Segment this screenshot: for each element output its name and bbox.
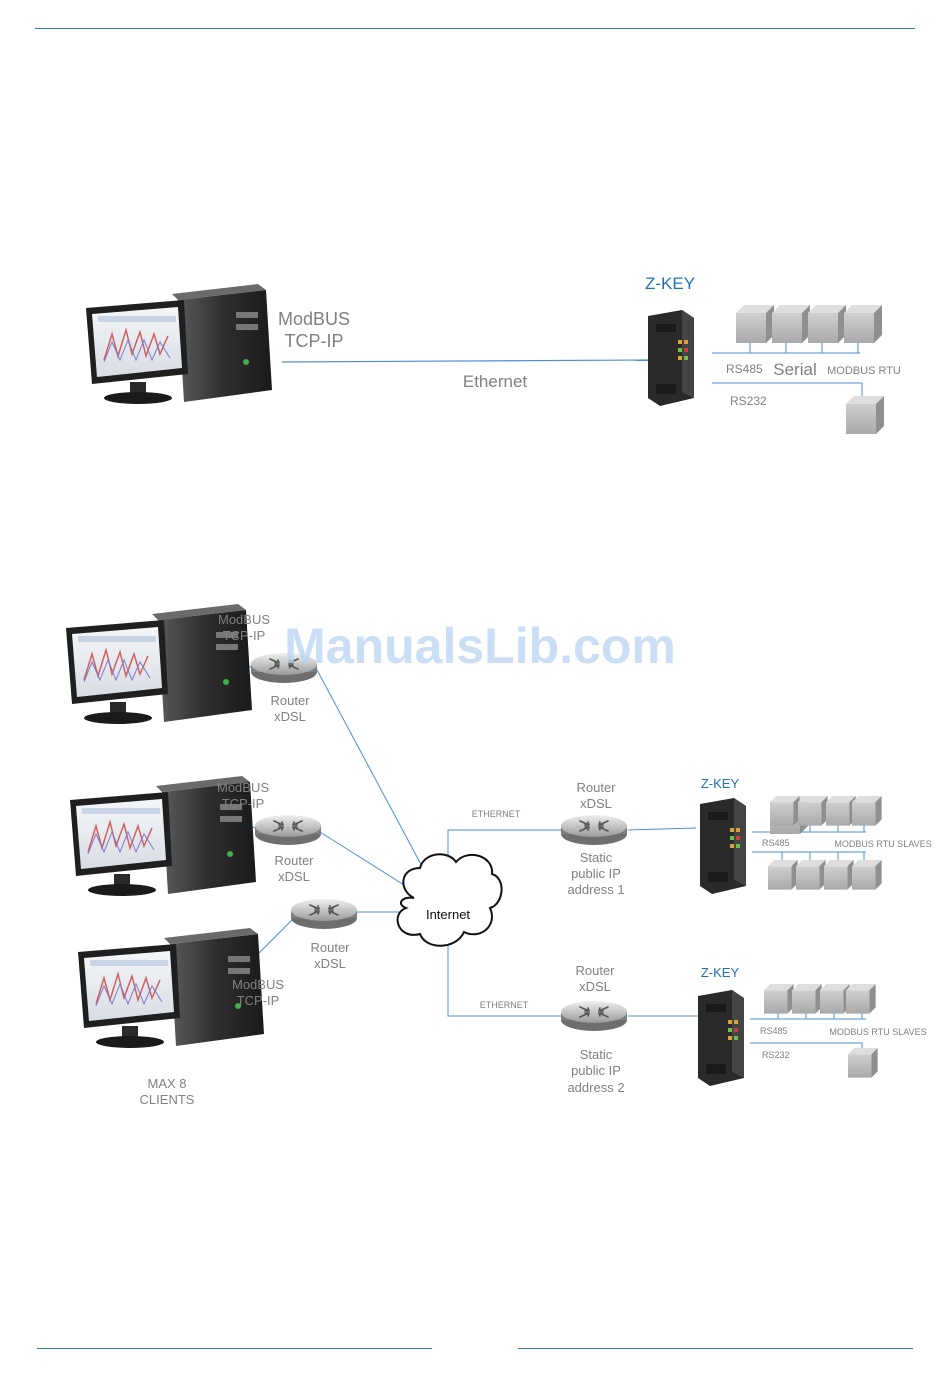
bottom-rule-right bbox=[518, 1348, 913, 1349]
client2-label-2: TCP-IP bbox=[222, 796, 265, 811]
site2-slaves-label: MODBUS RTU SLAVES bbox=[829, 1027, 926, 1037]
max-clients-label-2: CLIENTS bbox=[140, 1092, 195, 1107]
router3-label: Router bbox=[310, 940, 350, 955]
router-icon bbox=[290, 898, 358, 930]
router1-label-2: xDSL bbox=[274, 709, 306, 724]
site2-rs485-label: RS485 bbox=[760, 1026, 788, 1036]
client2-label: ModBUS bbox=[217, 780, 269, 795]
site2-ethernet-label: ETHERNET bbox=[480, 1000, 529, 1010]
slave-device-icon bbox=[736, 305, 774, 343]
slave-device-icon bbox=[852, 860, 882, 890]
site1-ethernet-label: ETHERNET bbox=[472, 809, 521, 819]
site1-slaves-label: MODBUS RTU SLAVES bbox=[834, 839, 931, 849]
slave-device-icon bbox=[808, 305, 846, 343]
modbus-rtu-label: MODBUS RTU bbox=[827, 365, 901, 377]
site1-zkey-title: Z-KEY bbox=[701, 776, 740, 791]
max-clients-label: MAX 8 bbox=[147, 1076, 186, 1091]
site2-router-label-2: xDSL bbox=[579, 979, 611, 994]
site2-static-ip-label: Static bbox=[580, 1047, 613, 1062]
client3-label: ModBUS bbox=[232, 977, 284, 992]
zkey-device-icon bbox=[700, 798, 746, 894]
pc-icon bbox=[85, 283, 273, 405]
slave-device-icon bbox=[764, 984, 794, 1014]
zkey-title: Z-KEY bbox=[645, 274, 695, 293]
bottom-rule-left bbox=[37, 1348, 432, 1349]
slave-device-icon bbox=[820, 984, 850, 1014]
protocol-label: ModBUS bbox=[278, 309, 350, 329]
slave-device-icon bbox=[798, 796, 828, 826]
site2-router-label: Router bbox=[575, 963, 615, 978]
slave-device-icon bbox=[852, 796, 882, 826]
router-icon bbox=[254, 814, 322, 846]
slave-device-icon bbox=[846, 984, 876, 1014]
slave-device-icon bbox=[844, 305, 882, 343]
site1-static-ip-label-3: address 1 bbox=[567, 882, 624, 897]
slave-device-icon bbox=[824, 860, 854, 890]
site2-static-ip-label-2: public IP bbox=[571, 1063, 621, 1078]
client1-label: ModBUS bbox=[218, 612, 270, 627]
site2-static-ip-label-3: address 2 bbox=[567, 1080, 624, 1095]
router-icon bbox=[560, 1000, 628, 1032]
top-rule bbox=[35, 28, 915, 29]
slave-device-icon bbox=[772, 305, 810, 343]
router2-label: Router bbox=[274, 853, 314, 868]
watermark: ManualsLib.com bbox=[284, 618, 676, 674]
client3-label-2: TCP-IP bbox=[237, 993, 280, 1008]
site1-router-label-2: xDSL bbox=[580, 796, 612, 811]
router2-label-2: xDSL bbox=[278, 869, 310, 884]
site1-static-ip-label: Static bbox=[580, 850, 613, 865]
rs485-label: RS485 bbox=[726, 362, 763, 376]
slave-device-icon bbox=[826, 796, 856, 826]
protocol-label-2: TCP-IP bbox=[284, 331, 343, 351]
zkey-device-icon bbox=[648, 310, 694, 406]
site1-rs485-label: RS485 bbox=[762, 838, 790, 848]
ethernet-link-line bbox=[281, 359, 649, 363]
internet-cloud-icon bbox=[396, 853, 503, 947]
router3-label-2: xDSL bbox=[314, 956, 346, 971]
slave-device-icon bbox=[848, 1048, 878, 1078]
site1-static-ip-label-2: public IP bbox=[571, 866, 621, 881]
site2-rs232-label: RS232 bbox=[762, 1050, 790, 1060]
internet-label: Internet bbox=[426, 907, 470, 922]
router-icon bbox=[560, 814, 628, 846]
router1-label: Router bbox=[270, 693, 310, 708]
slave-device-icon bbox=[846, 396, 884, 434]
slave-device-icon bbox=[792, 984, 822, 1014]
rs232-label: RS232 bbox=[730, 394, 767, 408]
ethernet-label: Ethernet bbox=[463, 372, 528, 391]
serial-label: Serial bbox=[773, 360, 816, 379]
site1-router-label: Router bbox=[576, 780, 616, 795]
slave-device-icon bbox=[796, 860, 826, 890]
client1-label-2: TCP-IP bbox=[223, 628, 266, 643]
slave-device-icon bbox=[768, 860, 798, 890]
slave-device-icon bbox=[770, 796, 800, 826]
site2-zkey-title: Z-KEY bbox=[701, 965, 740, 980]
zkey-device-icon bbox=[698, 990, 744, 1086]
